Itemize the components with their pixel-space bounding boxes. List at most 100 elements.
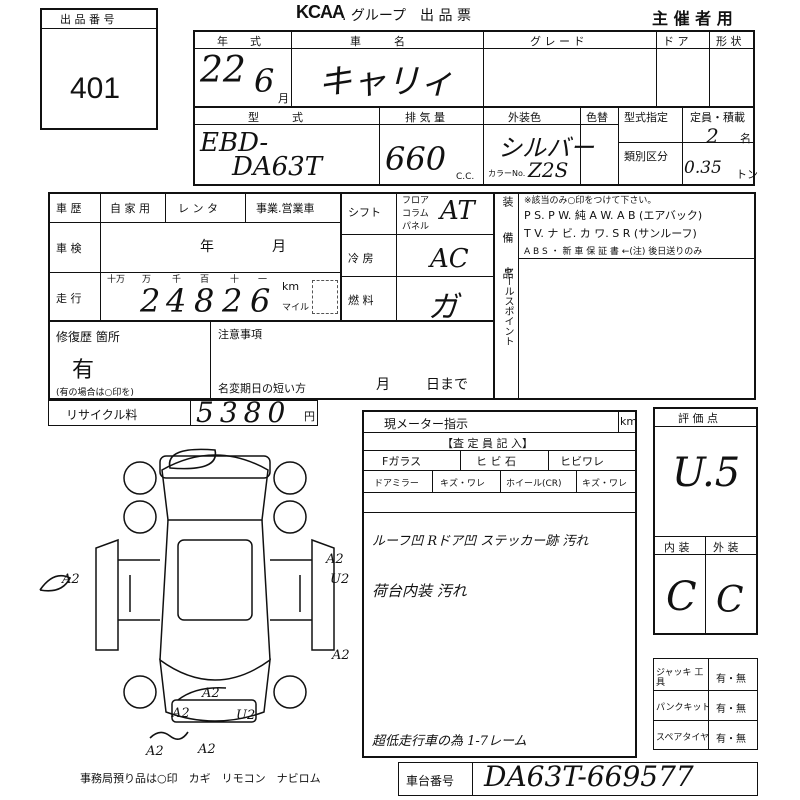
- shift-value: AT: [440, 196, 475, 226]
- year-value: 22: [200, 50, 246, 91]
- chassis-number-value: DA63T-669577: [484, 760, 694, 793]
- mileage-digit: 2: [222, 282, 243, 320]
- load-unit: トン: [736, 168, 758, 181]
- history-private: 自 家 用: [110, 202, 150, 215]
- meter-label: 現メーター指示: [384, 417, 469, 431]
- interior-label: 内 装: [664, 541, 690, 554]
- history-rental: レ ン タ: [178, 202, 218, 215]
- damage-mark: A2: [202, 686, 220, 701]
- mile-label: マイル: [282, 303, 310, 313]
- body-label: 形 状: [716, 35, 742, 48]
- digit-unit: 十万: [107, 275, 126, 285]
- color-value: シルバー: [498, 134, 594, 162]
- history-table: [48, 192, 756, 400]
- capacity-unit: 名: [740, 132, 751, 145]
- grade-label: グ レ ー ド: [530, 35, 585, 48]
- damage-mark: U2: [236, 708, 256, 723]
- shift-column: コラム: [402, 209, 429, 219]
- tools-box: [653, 658, 758, 750]
- capacity-value: 2: [706, 124, 719, 148]
- equipment-note: ※該当のみ○印をつけて下さい。: [524, 196, 657, 206]
- record-label: 【査 定 員 記 入】: [442, 437, 533, 450]
- color-label: 外装色: [508, 111, 541, 124]
- year-label: 年 式: [217, 35, 261, 48]
- inspector-comment: 超低走行車の為 1-7レーム: [372, 734, 527, 749]
- vehicle-info-table: [193, 30, 755, 186]
- notice-label: 注意事項: [218, 328, 262, 341]
- displacement-value: 660: [385, 140, 447, 178]
- puncture-kit-options: 有・無: [716, 704, 746, 715]
- equipment-line: P S. P W. 純 A W. A B (エアバック): [524, 209, 703, 222]
- digit-unit: 千: [172, 275, 182, 285]
- deadline-day: 日まで: [426, 377, 468, 393]
- damage-mark: A2: [332, 648, 350, 663]
- interior-grade: C: [666, 574, 697, 620]
- month-unit: 月: [278, 92, 289, 105]
- form-title: . グループ 出 品 票: [342, 8, 471, 24]
- mileage-digit: 6: [250, 282, 271, 320]
- damage-mark: A2: [172, 706, 190, 721]
- evaluation-score: U.5: [672, 450, 741, 496]
- chassis-number-box: [398, 762, 758, 796]
- puncture-kit-label: パンクキット: [656, 703, 711, 713]
- repair-label: 修復歴 箇所: [56, 330, 120, 344]
- mirror-label: ドアミラー: [374, 479, 419, 489]
- mirror-damage-label: キズ・ワレ: [440, 479, 486, 489]
- inspection-label: 車 検: [56, 242, 82, 255]
- jack-label: ジャッキ 工 具: [656, 668, 704, 688]
- mile-checkbox: [312, 280, 338, 314]
- crack-label: ヒビワレ: [560, 455, 604, 468]
- deadline-month: 月: [376, 377, 390, 393]
- displacement-label: 排 気 量: [405, 111, 445, 124]
- model-value-1: EBD-: [200, 128, 269, 158]
- car-name-label: 車 名: [350, 35, 405, 48]
- sales-point-label: セールスポイント: [502, 266, 513, 346]
- fuel-value: ガ: [428, 290, 458, 325]
- shift-label: シフト: [348, 206, 381, 219]
- evaluation-label: 評 価 点: [678, 412, 718, 425]
- damage-mark: A2: [326, 552, 344, 567]
- fuel-label: 燃 料: [348, 294, 374, 307]
- office-note: 事務局預り品は○印 カギ リモコン ナビロム: [80, 772, 321, 785]
- class-label: 類別区分: [624, 150, 668, 163]
- equipment-line: T V. ナ ビ. カ ワ. S R (サンルーフ): [524, 227, 697, 240]
- aircon-label: 冷 房: [348, 252, 374, 265]
- spare-tire-label: スペアタイヤ: [656, 733, 710, 743]
- history-label: 車 歴: [56, 202, 82, 215]
- cc-unit: C.C.: [456, 172, 475, 182]
- color-no-value: Z2S: [528, 158, 569, 182]
- recycle-box: [48, 400, 318, 426]
- inspector-comment: 荷台内装 汚れ: [372, 582, 467, 600]
- aircon-value: AC: [430, 244, 469, 274]
- inspection-month: 月: [272, 239, 286, 255]
- inspection-year: 年: [200, 239, 214, 255]
- spare-tire-options: 有・無: [716, 734, 746, 745]
- load-value: 0.35: [684, 158, 722, 178]
- mileage-label: 走 行: [56, 292, 82, 305]
- inspection-box: [362, 410, 637, 758]
- history-commercial: 事業.営業車: [256, 202, 315, 215]
- repair-value: 有: [72, 358, 95, 383]
- lot-number-label: 出 品 番 号: [60, 13, 115, 26]
- recycle-unit: 円: [304, 410, 315, 423]
- type-code-label: 型式指定: [624, 111, 668, 124]
- doors-label: ド ア: [663, 35, 689, 48]
- lot-number-box: [40, 8, 158, 130]
- lot-number: 401: [70, 72, 121, 105]
- damage-mark: A2: [146, 744, 164, 759]
- shift-panel: パネル: [402, 222, 430, 232]
- digit-unit: 一: [258, 275, 268, 285]
- exterior-label: 外 装: [713, 541, 739, 554]
- shift-floor: フロア: [402, 196, 430, 206]
- capacity-label: 定員・積載: [690, 111, 745, 124]
- damage-mark: A2: [198, 742, 216, 757]
- digit-unit: 十: [230, 275, 240, 285]
- deadline-label: 名変期日の短い方: [218, 382, 306, 395]
- exterior-grade: C: [716, 580, 744, 621]
- color-change-label: 色替: [586, 111, 608, 124]
- jack-options: 有・無: [716, 674, 746, 685]
- km-label: km: [282, 280, 300, 293]
- wheel-label: ホイール(CR): [506, 479, 562, 489]
- damage-mark: U2: [330, 572, 350, 587]
